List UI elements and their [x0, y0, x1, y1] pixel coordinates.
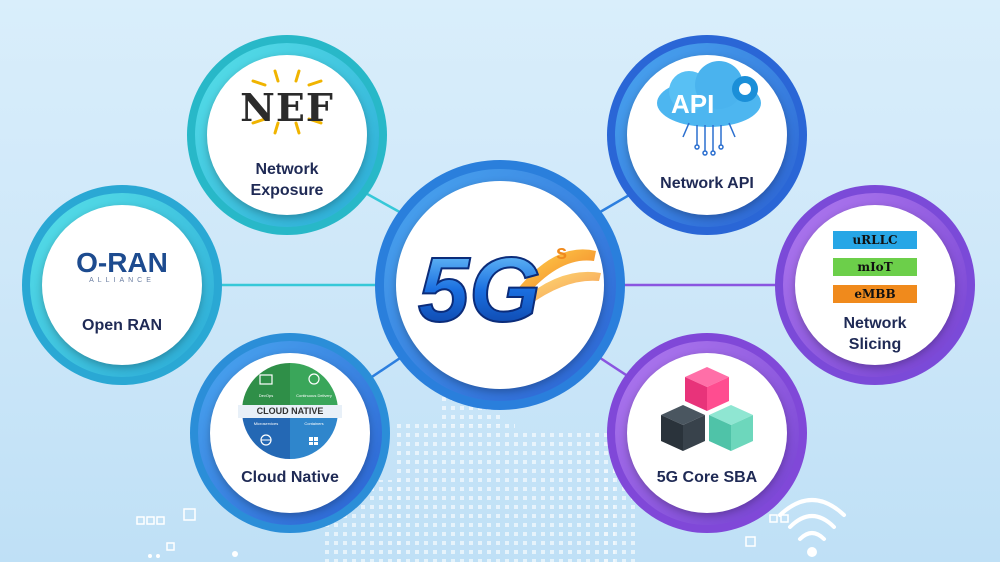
cn-microservices: Microservices — [253, 421, 279, 426]
oran-logo-subtext: ALLIANCE — [89, 277, 155, 284]
node-5g-core-sba[interactable]: 5G Core SBA — [627, 353, 787, 513]
oran-logo-text: O-RAN — [76, 247, 168, 278]
microservices-icon — [260, 434, 272, 446]
cube-teal — [709, 405, 753, 451]
circuit-lines-icon — [682, 122, 736, 156]
oran-logo: O-RAN ALLIANCE — [42, 247, 202, 284]
containers-icon — [309, 437, 318, 445]
node-network-slicing[interactable]: uRLLC mIoT eMBB Network Slicing — [795, 205, 955, 365]
api-cloud-logo — [657, 61, 761, 156]
oran-label: Open RAN — [82, 317, 162, 334]
cube-pink — [685, 367, 729, 411]
5g-logo: 5G s — [417, 238, 601, 342]
gear-icon — [732, 76, 758, 102]
network-api-label: Network API — [660, 175, 754, 192]
cn-continuous-delivery: Continuous Delivery — [296, 393, 332, 398]
nef-logo-text: NEF — [240, 85, 334, 130]
center-5g-node: 5G s — [396, 181, 604, 389]
cubes-icon — [661, 367, 753, 451]
api-logo-text: API — [671, 89, 715, 119]
nef-label-line2: Exposure — [250, 182, 324, 199]
nef-label-line1: Network — [255, 161, 319, 178]
slice-embb: eMBB — [833, 285, 917, 303]
cloud-native-band: CLOUD NATIVE — [238, 405, 342, 418]
cloud-native-logo: DevOps Continuous Delivery Microservices… — [242, 363, 338, 459]
node-network-api[interactable]: API Network API — [627, 55, 787, 215]
delivery-icon — [308, 373, 320, 385]
slice-miot: mIoT — [833, 258, 917, 276]
core-sba-label: 5G Core SBA — [656, 469, 758, 486]
slicing-label-line2: Slicing — [848, 336, 902, 353]
decorative-dots — [148, 551, 238, 558]
cloud-native-label: Cloud Native — [241, 469, 339, 486]
cube-dark — [661, 405, 705, 451]
node-cloud-native[interactable]: DevOps Continuous Delivery Microservices… — [210, 353, 370, 513]
decorative-squares — [136, 508, 789, 551]
node-open-ran[interactable]: O-RAN ALLIANCE Open RAN — [42, 205, 202, 365]
devops-icon — [259, 374, 273, 385]
cn-containers: Containers — [304, 421, 324, 426]
wifi-icon — [778, 498, 846, 557]
node-network-exposure[interactable]: NEF Network Exposure — [207, 55, 367, 215]
5g-logo-text: 5G — [418, 239, 541, 341]
cn-devops: DevOps — [258, 393, 274, 398]
slice-urllc: uRLLC — [833, 231, 917, 249]
5g-s-mark: s — [556, 242, 567, 264]
nef-logo — [251, 69, 323, 135]
slicing-label-line1: Network — [843, 315, 907, 332]
